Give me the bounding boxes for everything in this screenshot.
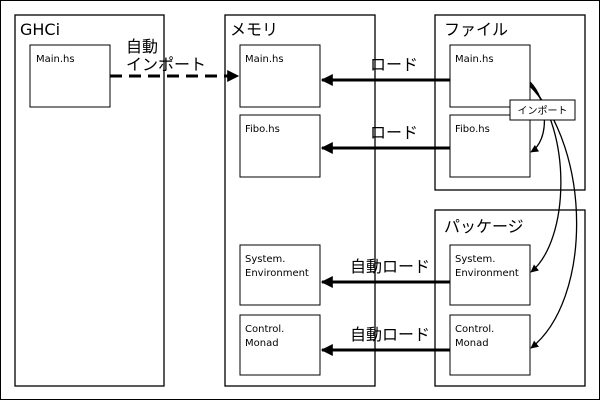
- file-main-module: [449, 44, 531, 108]
- package-control-monad-label-line2: Monad: [455, 338, 489, 349]
- memory-system-environment-module: [239, 244, 321, 306]
- memory-panel-title: メモリ: [230, 20, 278, 39]
- file-panel-title: ファイル: [444, 20, 508, 39]
- ghci-main-label: Main.hs: [36, 54, 75, 65]
- memory-main-module: [239, 44, 321, 108]
- package-panel-title: パッケージ: [444, 217, 524, 236]
- load-fibo-label: ロード: [370, 123, 418, 142]
- file-main-label: Main.hs: [455, 54, 494, 65]
- ghci-panel-title: GHCi: [20, 20, 60, 39]
- memory-system-environment-label-line1: System.: [245, 254, 285, 265]
- auto-load-control-monad-label: 自動ロード: [350, 325, 430, 344]
- memory-fibo-module: [239, 114, 321, 178]
- ghci-main-module: [29, 44, 111, 108]
- memory-control-monad-label-line1: Control.: [245, 324, 284, 335]
- package-system-environment-module: [449, 244, 531, 306]
- auto-load-system-environment-label: 自動ロード: [350, 257, 430, 276]
- auto-import-label-line1: 自動: [126, 37, 158, 56]
- package-system-environment-label-line2: Environment: [455, 268, 519, 279]
- memory-system-environment-label-line2: Environment: [245, 268, 309, 279]
- memory-control-monad-label-line2: Monad: [245, 338, 279, 349]
- import-tag: [509, 99, 576, 121]
- package-control-monad-module: [449, 314, 531, 376]
- memory-fibo-label: Fibo.hs: [245, 124, 280, 135]
- package-control-monad-label-line1: Control.: [455, 324, 494, 335]
- package-system-environment-label-line1: System.: [455, 254, 495, 265]
- memory-main-label: Main.hs: [245, 54, 284, 65]
- auto-import-label-line2: インポート: [126, 55, 206, 74]
- import-tag-label: インポート: [518, 105, 568, 117]
- memory-control-monad-module: [239, 314, 321, 376]
- file-fibo-label: Fibo.hs: [455, 124, 490, 135]
- load-main-label: ロード: [370, 55, 418, 74]
- file-fibo-module: [449, 114, 531, 178]
